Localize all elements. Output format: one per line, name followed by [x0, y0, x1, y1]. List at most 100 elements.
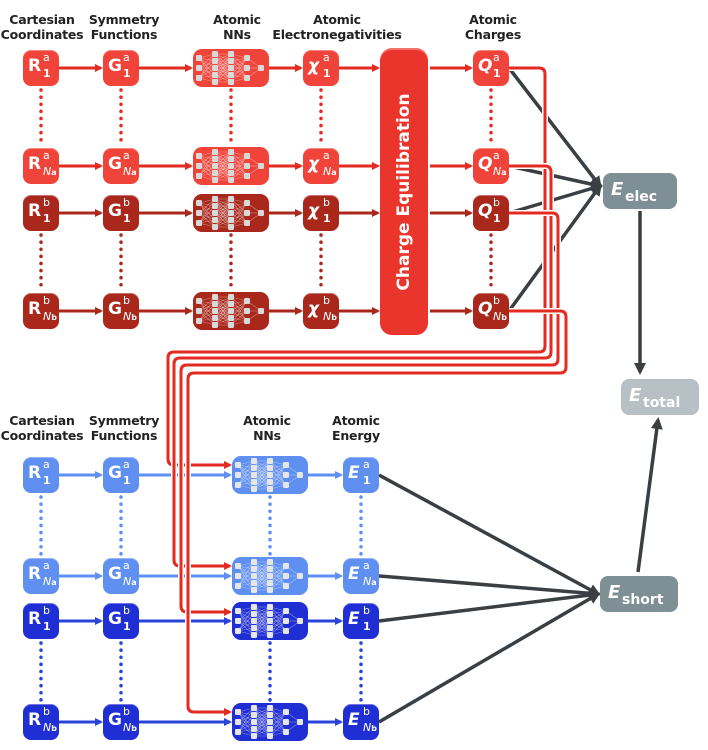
- node-symbol: χ: [308, 299, 319, 319]
- charge-equilibration-block: Charge Equilibration: [380, 48, 428, 335]
- node-superscript: a: [363, 458, 370, 471]
- node-subscript: 1: [43, 212, 51, 225]
- node-subscript: 1: [123, 474, 131, 487]
- node-symbol: G: [108, 609, 122, 629]
- arrow: [507, 183, 602, 313]
- node-symbol: R: [28, 463, 42, 483]
- node-superscript: b: [43, 604, 50, 617]
- charge-equilibration-label: Charge Equilibration: [394, 92, 414, 291]
- node-subscript: Nb: [363, 721, 377, 734]
- node-subscript: Na: [43, 165, 57, 178]
- node-subscript: 1: [43, 67, 51, 80]
- node-symbol: R: [28, 299, 42, 319]
- node-symbol: G: [108, 201, 122, 221]
- node-superscript: a: [493, 149, 500, 162]
- node-subscript: 1: [323, 212, 331, 225]
- node-superscript: a: [123, 458, 130, 471]
- node-subscript: Na: [43, 575, 57, 588]
- node-subscript: 1: [123, 620, 131, 633]
- node-subscript: 1: [43, 474, 51, 487]
- node-superscript: b: [493, 294, 500, 307]
- node-subscript: Na: [123, 575, 137, 588]
- nn-top-2: [193, 194, 269, 232]
- node-superscript: b: [123, 196, 130, 209]
- node-superscript: b: [323, 294, 330, 307]
- node-superscript: b: [123, 705, 130, 718]
- node-superscript: b: [493, 196, 500, 209]
- node-superscript: b: [43, 196, 50, 209]
- nn-bottom-0: [232, 456, 308, 494]
- node-subscript: 1: [43, 620, 51, 633]
- node-subscript: 1: [323, 67, 331, 80]
- node-superscript: a: [123, 559, 130, 572]
- node-subscript: Na: [123, 165, 137, 178]
- node-superscript: b: [323, 196, 330, 209]
- neural-net-icon: [235, 458, 303, 492]
- node-superscript: b: [363, 705, 370, 718]
- node-subscript: 1: [123, 212, 131, 225]
- node-superscript: a: [43, 559, 50, 572]
- node-superscript: b: [363, 604, 370, 617]
- node-symbol: E: [348, 564, 360, 584]
- node-subscript: Nb: [43, 310, 57, 323]
- node-symbol: χ: [308, 56, 319, 76]
- arrow: [378, 589, 601, 623]
- charge-route: [179, 211, 560, 616]
- node-symbol: G: [108, 463, 122, 483]
- charge-route: [166, 66, 547, 469]
- node-symbol: Q: [478, 299, 493, 319]
- node-superscript: a: [323, 51, 330, 64]
- node-superscript: a: [123, 51, 130, 64]
- node-symbol: G: [108, 299, 122, 319]
- node-subscript: 1: [363, 620, 371, 633]
- neural-net-icon: [196, 51, 264, 85]
- arrow: [378, 473, 601, 596]
- arrow: [508, 164, 603, 190]
- nn-bottom-3: [232, 703, 308, 741]
- node-superscript: a: [43, 149, 50, 162]
- node-symbol: χ: [308, 154, 319, 174]
- arrow: [378, 592, 601, 724]
- node-superscript: b: [43, 294, 50, 307]
- neural-net-icon: [235, 705, 303, 739]
- node-subscript: 1: [363, 474, 371, 487]
- node-symbol: E: [348, 463, 360, 483]
- node-subscript: 1: [493, 212, 501, 225]
- node-superscript: b: [123, 604, 130, 617]
- arrow: [507, 66, 602, 189]
- node-superscript: a: [363, 559, 370, 572]
- node-symbol: R: [28, 710, 42, 730]
- neural-net-icon: [196, 149, 264, 183]
